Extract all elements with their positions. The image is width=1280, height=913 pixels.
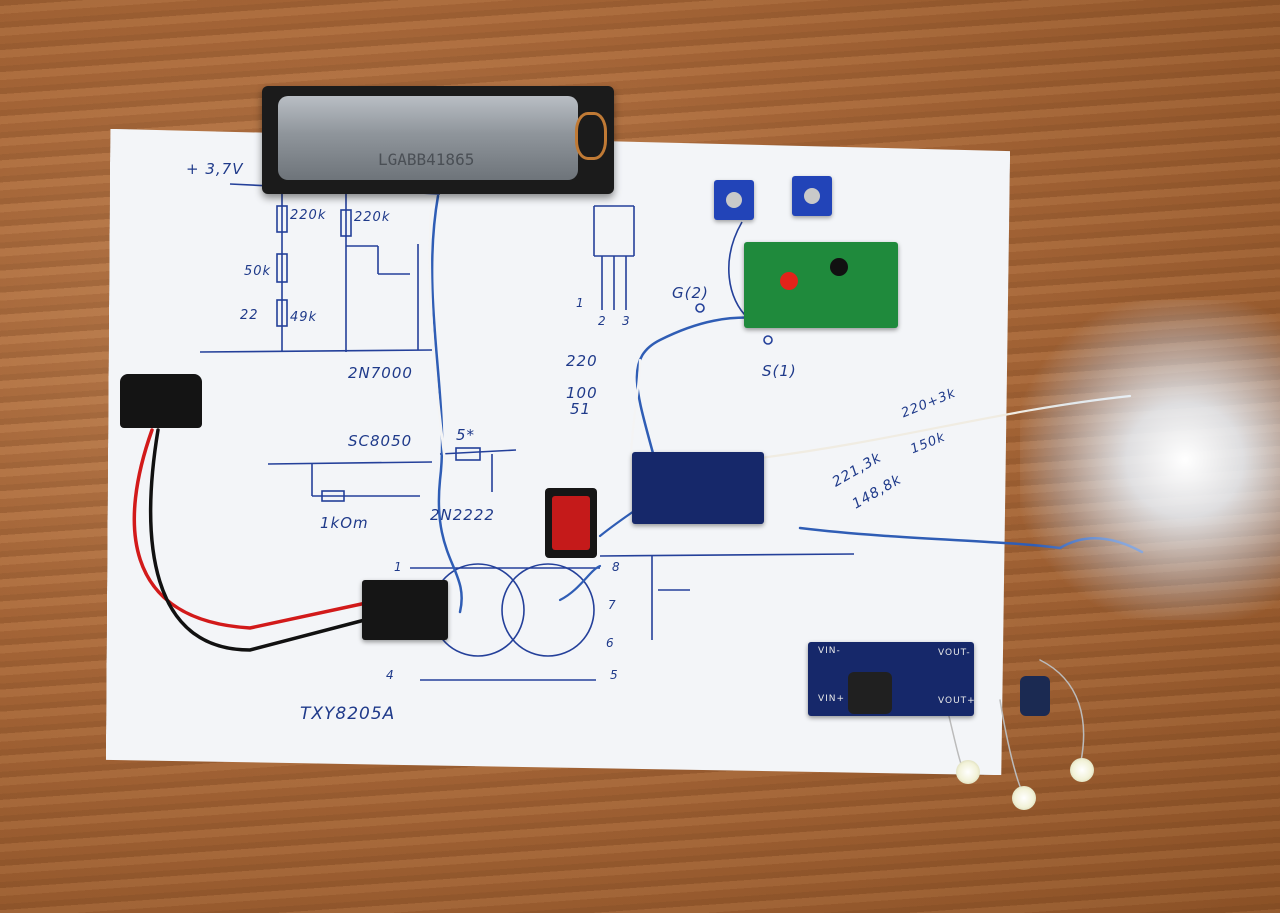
label-pot: 50k [244, 264, 272, 279]
label-transistor2: 2N2222 [430, 506, 495, 524]
boost-vout-minus: VOUT- [938, 648, 971, 658]
label-pin-2: 2 [598, 314, 607, 328]
trimmer-pot-left [714, 180, 754, 220]
label-mosfet: 2N7000 [348, 364, 413, 382]
blue-controller-module [632, 452, 764, 524]
trimmer-pot-right [792, 176, 832, 216]
label-ic-pin-4: 4 [386, 668, 395, 682]
battery-cell-18650 [278, 96, 578, 180]
led-small-2 [1012, 786, 1036, 810]
led-array-glow [1020, 300, 1280, 620]
boost-vout-plus: VOUT+ [938, 696, 976, 706]
led-small-3 [1070, 758, 1094, 782]
label-pin-s: S(1) [762, 362, 797, 380]
label-pin-g: G(2) [672, 284, 709, 302]
label-value-a: 220 [566, 352, 598, 370]
electrolytic-capacitor [1020, 676, 1050, 716]
label-r4: 22 [240, 308, 259, 323]
battery-label: LGABB41865 [378, 150, 475, 169]
label-ic-pin-8: 8 [612, 560, 621, 574]
label-ic-pin-1: 1 [394, 560, 403, 574]
label-pin-1: 1 [576, 296, 585, 310]
boost-vin-plus: VIN+ [818, 694, 846, 704]
rocker-switch-button [552, 496, 590, 550]
label-transistor1: SC8050 [348, 432, 413, 450]
led-small-1 [956, 760, 980, 784]
label-value-b: 100 [566, 384, 598, 402]
usb-c-socket [120, 374, 202, 428]
label-ic-pin-5: 5 [610, 668, 619, 682]
label-voltage: + 3,7V [186, 160, 244, 178]
red-led [780, 272, 798, 290]
transistor-component [830, 258, 848, 276]
perfboard [744, 242, 898, 328]
label-r6: 1kOm [320, 514, 369, 532]
label-r5: 5* [456, 426, 476, 444]
inductor [848, 672, 892, 714]
label-ic: TXY8205A [300, 704, 396, 724]
label-pin-3: 3 [622, 314, 631, 328]
label-ic-pin-6: 6 [606, 636, 615, 650]
label-r1: 220k [290, 208, 327, 223]
boost-vin-minus: VIN- [818, 646, 841, 656]
label-value-c: 51 [570, 400, 592, 418]
label-ic-pin-7: 7 [608, 598, 617, 612]
label-r2: 220k [354, 210, 391, 225]
charger-module [362, 580, 448, 640]
label-r3: 49k [290, 310, 318, 325]
battery-spring [575, 112, 607, 160]
